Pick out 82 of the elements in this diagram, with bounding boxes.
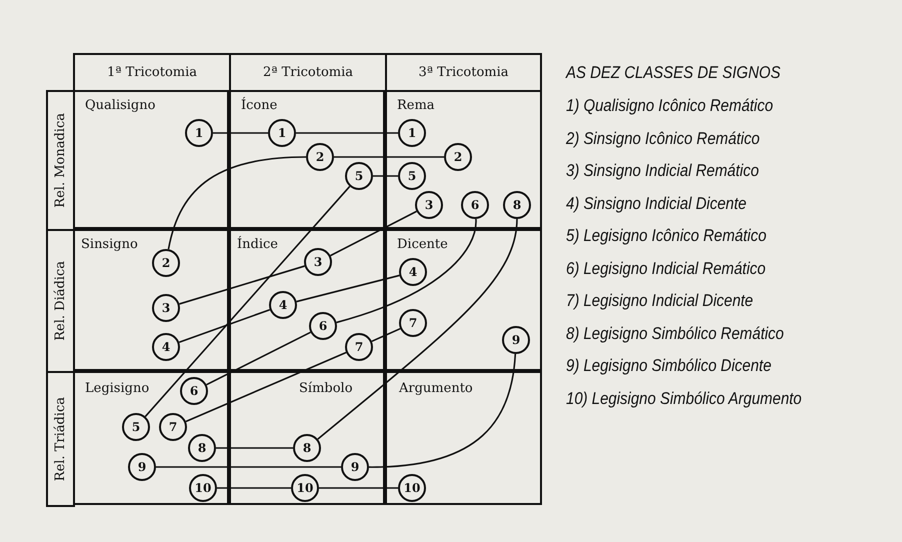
connector-line xyxy=(178,308,270,344)
connector-line xyxy=(334,156,444,158)
list-item: 8) Legisigno Simbólico Remático xyxy=(566,324,784,344)
cell-label: Legisigno xyxy=(85,381,150,397)
list-item: 5) Legisigno Icônico Remático xyxy=(566,226,766,246)
numbered-circle: 10 xyxy=(291,474,319,502)
cell-label: Dicente xyxy=(397,237,448,253)
numbered-circle: 1 xyxy=(398,119,426,147)
connector-line xyxy=(296,132,398,134)
list-item: 1) Qualisigno Icônico Remático xyxy=(566,96,774,116)
numbered-circle: 6 xyxy=(180,377,208,405)
cell-label: Qualisigno xyxy=(85,98,156,114)
list-item: 3) Sinsigno Indicial Remático xyxy=(566,161,759,181)
connector-line xyxy=(168,156,306,250)
connector-line xyxy=(216,447,293,449)
numbered-circle: 2 xyxy=(306,143,334,171)
numbered-circle: 1 xyxy=(185,119,213,147)
numbered-circle: 9 xyxy=(128,453,156,481)
numbered-circle: 3 xyxy=(152,294,180,322)
column-header: 1ª Tricotomia xyxy=(73,53,231,92)
numbered-circle: 4 xyxy=(152,333,180,361)
cell-label: Índice xyxy=(237,237,278,253)
table-cell xyxy=(229,229,385,371)
connector-line xyxy=(179,265,305,305)
numbered-circle: 4 xyxy=(269,291,297,319)
numbered-circle: 8 xyxy=(503,191,531,219)
connector-line xyxy=(368,354,516,468)
numbered-circle: 3 xyxy=(415,191,443,219)
cell-label: Rema xyxy=(397,98,435,114)
connector-line xyxy=(319,487,398,489)
numbered-circle: 7 xyxy=(399,309,427,337)
cell-label: Ícone xyxy=(241,98,278,114)
table-cell xyxy=(229,90,385,229)
numbered-circle: 4 xyxy=(399,258,427,286)
numbered-circle: 3 xyxy=(304,248,332,276)
connector-line xyxy=(217,487,291,489)
list-item: 9) Legisigno Simbólico Dicente xyxy=(566,356,772,376)
list-item: 2) Sinsigno Icônico Remático xyxy=(566,128,760,148)
numbered-circle: 10 xyxy=(398,474,426,502)
connector-line xyxy=(144,186,350,418)
numbered-circle: 7 xyxy=(159,413,187,441)
connector-line xyxy=(373,175,398,177)
row-header: Rel. Monadica xyxy=(46,90,75,231)
connector-line xyxy=(213,132,268,134)
connector-line xyxy=(206,332,311,386)
table-cell xyxy=(229,371,385,505)
numbered-circle: 9 xyxy=(341,453,369,481)
list-item: 6) Legisigno Indicial Remático xyxy=(566,258,766,278)
numbered-circle: 6 xyxy=(461,191,489,219)
list-item: 7) Legisigno Indicial Dicente xyxy=(566,291,754,311)
connector-line xyxy=(156,466,341,468)
list-heading: AS DEZ CLASSES DE SIGNOS xyxy=(566,63,780,83)
cell-label: Sinsigno xyxy=(81,237,138,253)
cell-label: Argumento xyxy=(399,381,473,397)
column-header: 3ª Tricotomia xyxy=(385,53,542,92)
numbered-circle: 2 xyxy=(152,249,180,277)
numbered-circle: 8 xyxy=(293,434,321,462)
table-cell xyxy=(73,371,229,505)
connector-line xyxy=(317,218,518,440)
table-cell xyxy=(73,229,229,371)
list-item: 10) Legisigno Simbólico Argumento xyxy=(566,388,802,408)
numbered-circle: 1 xyxy=(268,119,296,147)
cell-label: Símbolo xyxy=(299,381,353,397)
numbered-circle: 5 xyxy=(122,413,150,441)
numbered-circle: 2 xyxy=(444,143,472,171)
numbered-circle: 9 xyxy=(502,326,530,354)
numbered-circle: 7 xyxy=(345,333,373,361)
list-item: 4) Sinsigno Indicial Dicente xyxy=(566,194,746,214)
numbered-circle: 5 xyxy=(398,162,426,190)
connector-line xyxy=(336,218,477,324)
numbered-circle: 5 xyxy=(345,162,373,190)
connector-line xyxy=(371,328,401,342)
connector-line xyxy=(186,352,346,422)
connector-line xyxy=(330,210,417,256)
table-cell xyxy=(385,371,542,505)
table-cell xyxy=(73,90,229,229)
numbered-circle: 10 xyxy=(189,474,217,502)
table-cell xyxy=(385,90,542,229)
row-header: Rel. Triádica xyxy=(46,371,75,507)
numbered-circle: 8 xyxy=(188,434,216,462)
table-cell xyxy=(385,229,542,371)
numbered-circle: 6 xyxy=(309,312,337,340)
